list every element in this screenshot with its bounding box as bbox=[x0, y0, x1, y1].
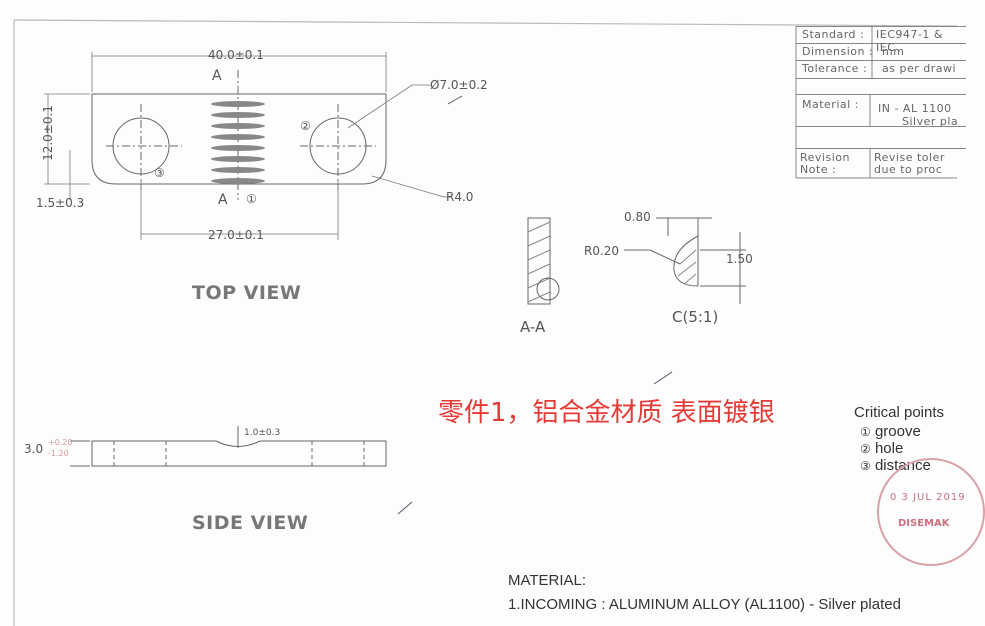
section-marker-bottom: A bbox=[218, 192, 228, 208]
groove-pattern bbox=[211, 101, 265, 184]
hole-diameter-dim: Ø7.0±0.2 bbox=[430, 78, 488, 92]
material-value-2: Silver pla bbox=[902, 115, 959, 128]
thickness-tol-upper: +0.20 bbox=[48, 438, 73, 447]
edge-distance-dim: 1.5±0.3 bbox=[36, 196, 85, 210]
revision-label-2: Note : bbox=[800, 163, 837, 176]
dimension-label: Dimension : bbox=[802, 45, 874, 58]
critical-point-marker: ① bbox=[860, 425, 871, 439]
material-line: 1.INCOMING : ALUMINUM ALLOY (AL1100) - S… bbox=[508, 596, 901, 613]
critical-point-text: hole bbox=[874, 440, 904, 457]
standard-value: IEC947-1 & IEC bbox=[876, 28, 943, 54]
detail-c-label: C(5:1) bbox=[672, 308, 719, 326]
approval-stamp bbox=[877, 458, 985, 566]
revision-value-2: due to proc bbox=[874, 163, 943, 176]
detail-c bbox=[624, 217, 746, 304]
material-value-1: IN - AL 1100 bbox=[878, 102, 952, 115]
section-aa bbox=[527, 217, 560, 305]
thickness-tol-lower: -1.20 bbox=[48, 449, 69, 458]
side-view-part bbox=[70, 426, 387, 467]
stamp-date: 0 3 JUL 2019 bbox=[890, 492, 966, 503]
groove-depth-dim: 1.0±0.3 bbox=[244, 428, 281, 438]
detail-radius-dim: R0.20 bbox=[584, 244, 620, 258]
critical-point-item: ② hole bbox=[860, 440, 944, 457]
critical-point-marker: ② bbox=[860, 442, 871, 456]
standard-label: Standard : bbox=[802, 28, 865, 41]
critical-point-marker: ③ bbox=[860, 459, 871, 473]
title-block: Standard : IEC947-1 & IEC Dimension : mm… bbox=[796, 26, 966, 178]
tolerance-label: Tolerance : bbox=[802, 62, 868, 75]
callout-3-marker: ③ bbox=[154, 166, 165, 180]
detail-depth-dim: 1.50 bbox=[726, 252, 753, 266]
part-height-dim: 12.0±0.1 bbox=[40, 105, 55, 161]
revision-label-1: Revision bbox=[800, 151, 850, 164]
material-label: Material : bbox=[802, 98, 859, 111]
stamp-company: DISEMAK bbox=[898, 518, 950, 529]
chinese-material-note: 零件1，铝合金材质 表面镀银 bbox=[438, 398, 775, 428]
section-marker-top: A bbox=[212, 68, 222, 84]
callout-2-marker: ② bbox=[300, 119, 311, 133]
critical-point-text: groove bbox=[874, 423, 921, 440]
side-view-label: SIDE VIEW bbox=[192, 512, 309, 534]
hole-pitch-dim: 27.0±0.1 bbox=[208, 228, 264, 242]
corner-radius-dim: R4.0 bbox=[446, 190, 474, 204]
section-aa-label: A-A bbox=[520, 318, 546, 336]
revision-value-1: Revise toler bbox=[874, 151, 945, 164]
callout-1-marker: ① bbox=[246, 192, 257, 206]
technical-drawing bbox=[13, 19, 958, 626]
detail-width-dim: 0.80 bbox=[624, 210, 651, 224]
critical-points-title: Critical points bbox=[854, 404, 945, 421]
thickness-dim: 3.0 bbox=[24, 442, 44, 456]
tolerance-value: as per drawi bbox=[882, 62, 957, 75]
top-view-label: TOP VIEW bbox=[192, 282, 302, 304]
dimension-value: mm bbox=[882, 45, 905, 58]
material-heading: MATERIAL: bbox=[508, 572, 587, 589]
critical-point-item: ① groove bbox=[860, 423, 944, 440]
top-view-length-dim: 40.0±0.1 bbox=[208, 48, 264, 62]
drawing-sheet: 40.0±0.1 A A ① ② ③ Ø7.0±0.2 R4.0 27.0±0.… bbox=[13, 19, 985, 626]
